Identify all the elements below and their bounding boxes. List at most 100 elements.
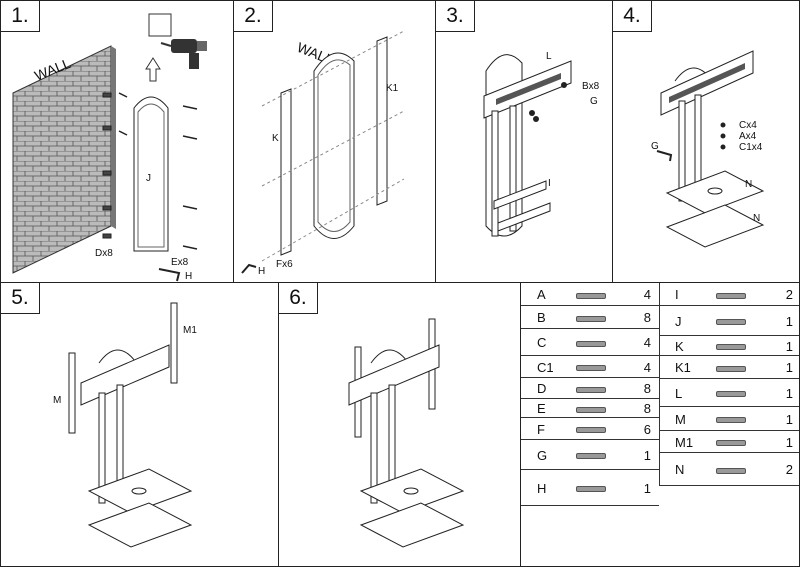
part-label: C [537,335,547,350]
shelf-upper [359,468,465,514]
hex-key-label: H [185,271,192,282]
rail-k-icon [716,344,746,350]
part-quantity: 1 [643,480,651,496]
arrow-up-icon [145,57,161,82]
step-2-illustration: WALL K K1 Fx6 H [241,30,405,277]
shelf-label-upper: N [745,179,752,190]
part-label: L [675,385,683,401]
part-quantity: 1 [785,385,793,401]
screw-a-icon [576,292,606,299]
cap-c1-icon [576,365,606,371]
cap-c-icon [576,340,606,347]
part-label: F [537,421,545,437]
rail-k1-label: K1 [386,83,399,94]
rail-k-label: K [272,133,279,144]
shelf-lower [359,502,465,548]
part-quantity: 4 [643,335,651,350]
rail-k [280,88,292,256]
part-label: G [537,447,548,463]
step-1-panel: 1. WALL J [0,0,234,283]
part-label: D [537,381,547,396]
wall-plate-j [485,54,523,237]
step-number: 2. [234,1,273,32]
rail-k1-icon [716,365,746,372]
part-label: B [537,310,546,325]
step-number: 1. [1,1,40,32]
step-3-illustration: L Bx8 G I [483,51,600,237]
caps-fasteners [720,122,726,150]
vesa-arm-m1 [170,302,178,384]
step-6-illustration [348,318,465,548]
anchor-label: Dx8 [95,248,113,259]
drill-icon [148,13,207,69]
part-quantity: 8 [643,310,651,325]
bolt-b-icon [576,315,606,322]
part-quantity: 1 [785,360,793,375]
brick-wall [12,45,116,274]
screw-a-label: Ax4 [739,131,757,142]
anchors-d [102,92,112,239]
bracket-l-icon [716,391,746,397]
step-4-panel: 4. N N Cx4 Ax4 C1x4 G [612,0,800,283]
part-quantity: 1 [785,313,793,329]
part-label: K [675,338,684,354]
arm-m-label: M [53,395,61,406]
screw-f-icon [576,427,606,433]
shelf-lower [87,502,193,548]
step-2-panel: 2. WALL K K1 Fx6 H [233,0,436,283]
bracket-i-icon [716,292,746,299]
mount-head [660,50,754,116]
mount-head [80,344,170,406]
part-label: K1 [675,360,691,375]
step-5-panel: 5. M M1 [0,282,279,567]
part-label: E [537,401,546,416]
part-quantity: 8 [643,381,651,396]
bolt-label: Bx8 [582,81,600,92]
bracket-i [493,180,551,232]
hex-key-h-icon [576,486,606,492]
screws-e [118,92,198,250]
part-quantity: 6 [643,421,651,437]
step-number: 6. [279,283,318,314]
shelf-label-lower: N [753,213,760,224]
hex-key-label: H [258,266,265,277]
wall-plate-j [133,96,169,252]
bracket-label: L [546,51,552,62]
part-label: N [675,462,685,477]
part-quantity: 1 [785,434,793,450]
cap-c1-label: C1x4 [739,142,763,153]
step-5-illustration: M M1 [53,302,197,548]
hex-key-g-icon [576,453,606,459]
step-4-illustration: N N Cx4 Ax4 C1x4 G [651,50,765,248]
shelf-lower [665,204,765,248]
bracket-i-label: I [548,178,551,189]
screw-label: Fx6 [276,259,293,270]
vesa-arm-m [68,352,76,434]
dashed-guides [261,30,405,262]
cap-label: Cx4 [739,120,757,131]
part-quantity: 1 [785,338,793,354]
wall-plate-j [313,52,355,239]
screw-label: Ex8 [171,257,189,268]
step-number: 4. [613,1,652,32]
part-label: I [675,287,679,302]
step-6-panel: 6. [278,282,521,567]
part-label: M1 [675,434,694,450]
part-label: H [537,480,547,496]
step-number: 3. [436,1,475,32]
part-quantity: 1 [785,411,793,427]
